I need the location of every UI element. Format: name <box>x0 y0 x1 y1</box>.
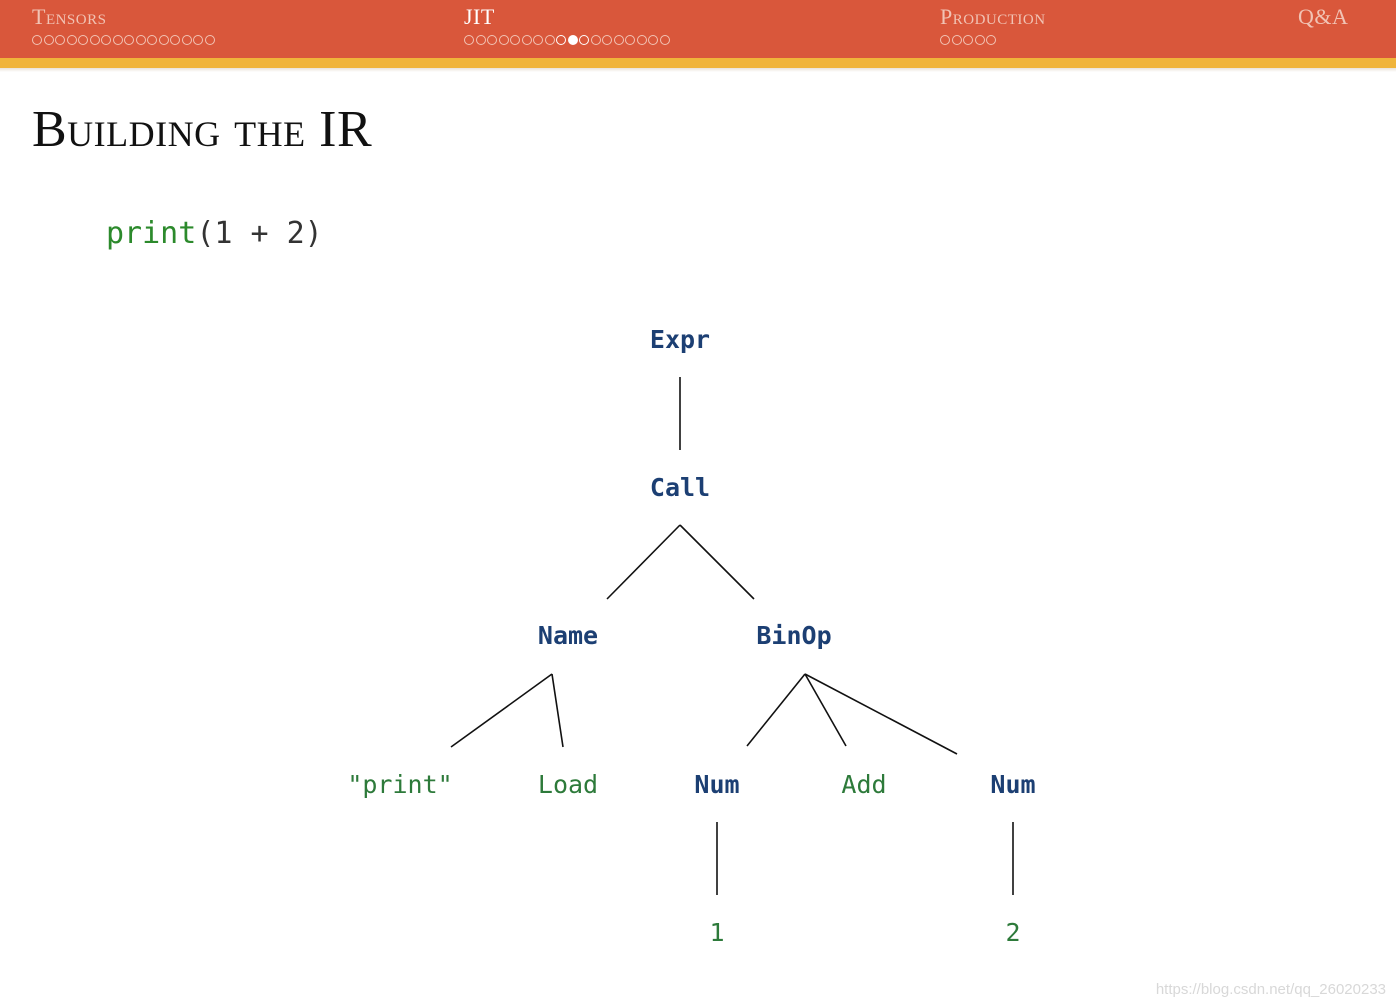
nav-accent-stripe <box>0 58 1396 68</box>
nav-progress-dot[interactable] <box>43 35 54 45</box>
nav-progress-dot[interactable] <box>963 35 973 45</box>
nav-progress-dot[interactable] <box>487 35 497 45</box>
nav-section-tensors[interactable]: Tensors <box>32 4 215 45</box>
tree-node-num2: Num <box>990 770 1035 799</box>
nav-progress-dot[interactable] <box>124 35 134 45</box>
nav-progress-dots <box>464 35 670 45</box>
tree-node-load: Load <box>538 770 598 799</box>
nav-progress-dot[interactable] <box>951 35 962 45</box>
nav-progress-dot[interactable] <box>544 35 555 45</box>
nav-progress-dot[interactable] <box>556 35 566 45</box>
nav-section-jit[interactable]: JIT <box>464 4 670 45</box>
nav-progress-dot[interactable] <box>101 35 111 45</box>
nav-progress-dot[interactable] <box>974 35 985 45</box>
tree-edge-name-to-print <box>450 673 553 748</box>
nav-progress-dot[interactable] <box>193 35 203 45</box>
nav-shadow <box>0 68 1396 72</box>
code-snippet: print(1 + 2) <box>106 216 323 251</box>
nav-progress-dot[interactable] <box>625 35 635 45</box>
tree-node-num1: Num <box>694 770 739 799</box>
nav-progress-dots <box>940 35 1046 45</box>
nav-progress-dot[interactable] <box>602 35 612 45</box>
tree-node-call: Call <box>650 473 710 502</box>
tree-edge-call-to-binop <box>679 524 755 600</box>
nav-section-title[interactable]: Production <box>940 4 1046 29</box>
nav-progress-dot[interactable] <box>659 35 670 45</box>
nav-progress-dot[interactable] <box>533 35 543 45</box>
nav-progress-dot[interactable] <box>648 35 658 45</box>
tree-node-add: Add <box>841 770 886 799</box>
tree-node-expr: Expr <box>650 325 710 354</box>
nav-section-production[interactable]: Production <box>940 4 1046 45</box>
watermark: https://blog.csdn.net/qq_26020233 <box>1155 981 1386 998</box>
section-navigation-bar: Tensors JIT Production Q&A <box>0 0 1396 58</box>
nav-progress-dot[interactable] <box>521 35 532 45</box>
tree-edge-binop-to-num1 <box>746 673 806 747</box>
nav-section-title[interactable]: Q&A <box>1298 4 1349 29</box>
nav-progress-dot[interactable] <box>78 35 88 45</box>
code-arguments: (1 + 2) <box>196 216 323 251</box>
tree-edge-name-to-load <box>551 673 564 748</box>
nav-progress-dot[interactable] <box>475 35 486 45</box>
nav-progress-dot[interactable] <box>510 35 520 45</box>
nav-progress-dot[interactable] <box>147 35 157 45</box>
nav-progress-dot[interactable] <box>89 35 100 45</box>
code-function-name: print <box>106 216 197 251</box>
nav-progress-dot[interactable] <box>636 35 647 45</box>
nav-progress-dot[interactable] <box>579 35 589 45</box>
nav-progress-dot[interactable] <box>590 35 601 45</box>
tree-node-print: "print" <box>347 770 452 799</box>
nav-progress-dot[interactable] <box>32 35 42 45</box>
nav-progress-dot[interactable] <box>940 35 950 45</box>
slide-title: Building the IR <box>32 101 373 158</box>
nav-section-title[interactable]: JIT <box>464 4 495 29</box>
tree-edge-call-to-name <box>606 524 681 600</box>
nav-progress-dot[interactable] <box>112 35 123 45</box>
tree-edge-binop-to-add <box>804 673 847 747</box>
nav-progress-dot[interactable] <box>567 35 578 45</box>
tree-node-two: 2 <box>1005 918 1020 947</box>
nav-progress-dot[interactable] <box>986 35 996 45</box>
nav-progress-dot[interactable] <box>204 35 215 45</box>
nav-section-title[interactable]: Tensors <box>32 4 107 29</box>
tree-node-name: Name <box>538 621 598 650</box>
nav-progress-dot[interactable] <box>613 35 624 45</box>
nav-progress-dot[interactable] <box>170 35 180 45</box>
nav-progress-dot[interactable] <box>135 35 146 45</box>
nav-progress-dot[interactable] <box>66 35 77 45</box>
nav-section-qa[interactable]: Q&A <box>1298 4 1348 30</box>
tree-node-one: 1 <box>709 918 724 947</box>
nav-progress-dot[interactable] <box>55 35 65 45</box>
nav-progress-dot[interactable] <box>464 35 474 45</box>
nav-progress-dot[interactable] <box>181 35 192 45</box>
tree-node-binop: BinOp <box>756 621 831 650</box>
tree-edge-binop-to-num2 <box>804 673 958 755</box>
nav-progress-dot[interactable] <box>498 35 509 45</box>
nav-progress-dot[interactable] <box>158 35 169 45</box>
nav-progress-dots <box>32 35 215 45</box>
